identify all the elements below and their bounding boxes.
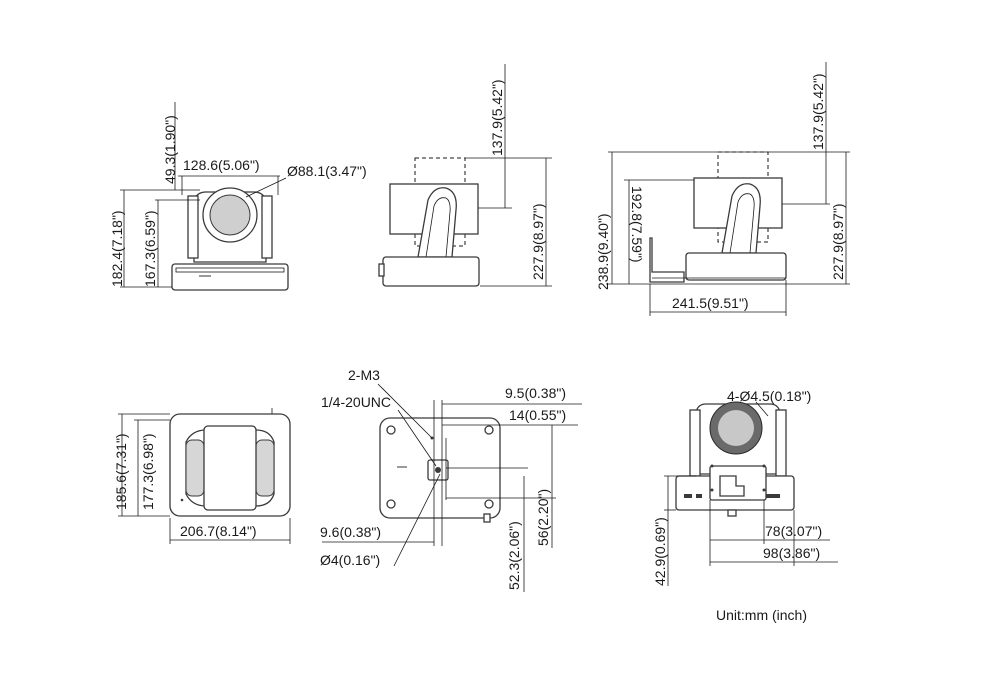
front-leader-lens: [245, 177, 287, 198]
front-dim-body-height: 167.3(6.59"): [142, 210, 158, 287]
top-dim-body: 177.3(6.98"): [140, 433, 156, 510]
rear-hole-2: [762, 464, 766, 468]
rear-hole-4: [762, 488, 766, 492]
bottom-dim-a: 9.5(0.38"): [505, 385, 566, 401]
bottom-label-m3: 2-M3: [348, 367, 380, 383]
unit-label: Unit:mm (inch): [716, 607, 807, 623]
front-base: [171, 263, 289, 291]
rear-view: 4-Ø4.5(0.18") 42.9(0.69") 78(3.07") 98(3…: [652, 388, 838, 586]
side-arm-inner: [425, 197, 451, 258]
front-indicator: [199, 275, 211, 277]
rear-port-a: [684, 494, 692, 498]
bottom-tripod-hole: [435, 467, 441, 473]
bracket-arm-inner: [729, 193, 755, 254]
rear-lens-glass: [718, 410, 754, 446]
front-arm-left: [187, 195, 199, 259]
bottom-view: 2-M3 1/4-20UNC 9.5(0.38") 14(0.55") 9.6(…: [320, 367, 582, 592]
rear-dim-a: 78(3.07"): [765, 523, 822, 539]
top-dim-total: 185.6(7.31"): [113, 433, 129, 510]
bracket-mount: [649, 237, 685, 283]
side-base: [382, 256, 480, 287]
bottom-dim-depth-a: 52.3(2.06"): [506, 521, 522, 590]
bottom-label: [397, 466, 407, 468]
side-dim-top: 137.9(5.42"): [489, 79, 505, 156]
top-head: [203, 425, 257, 511]
rear-leader-holes: [755, 401, 769, 417]
front-arm-right: [261, 195, 273, 259]
front-dim-width: 128.6(5.06"): [183, 157, 260, 173]
side-dim-height: 227.9(8.97"): [530, 203, 546, 280]
bottom-dim-depth-b: 56(2.20"): [535, 489, 551, 546]
bracket-dim-top: 137.9(5.42"): [810, 73, 826, 150]
bottom-leader-unc: [397, 409, 437, 467]
bottom-leader-hole: [393, 473, 441, 567]
side-view: 137.9(5.42") 227.9(8.97"): [378, 64, 552, 287]
bottom-leader-m3: [377, 383, 433, 439]
bottom-label-unc: 1/4-20UNC: [321, 394, 391, 410]
front-dim-lens: Ø88.1(3.47"): [287, 163, 367, 179]
rear-port-c: [766, 494, 780, 498]
bottom-dim-c: 9.6(0.38"): [320, 524, 381, 540]
bottom-dim-hole: Ø4(0.16"): [320, 552, 380, 568]
bottom-dim-b: 14(0.55"): [509, 407, 566, 423]
front-base-trim: [175, 267, 285, 273]
rear-arm-left: [689, 409, 701, 477]
top-lens-left: [185, 439, 205, 497]
top-dim-width: 206.7(8.14"): [180, 523, 257, 539]
front-view: 49.3(1.90") 128.6(5.06") Ø88.1(3.47") 18…: [109, 102, 367, 291]
bracket-dim-width: 241.5(9.51"): [672, 295, 749, 311]
rear-foot: [727, 509, 737, 517]
front-lens-glass: [209, 194, 251, 236]
front-dim-top: 49.3(1.90"): [162, 115, 178, 184]
rear-port-b: [696, 494, 702, 498]
bracket-dim-inner-height: 192.8(7.59"): [629, 186, 645, 263]
bracket-dim-height: 227.9(8.97"): [830, 203, 846, 280]
bracket-camera-base: [685, 252, 787, 281]
side-arm: [417, 187, 457, 258]
front-dim-total-height: 182.4(7.18"): [109, 210, 125, 287]
bottom-foot-br: [484, 499, 494, 509]
side-bracket-view: 137.9(5.42") 238.9(9.40") 192.8(7.59") 2…: [595, 62, 850, 316]
top-indicator: [180, 498, 184, 502]
bottom-foot-tl: [386, 425, 396, 435]
bottom-tab: [483, 513, 491, 523]
rear-arm-right: [775, 409, 787, 477]
rear-dim-height: 42.9(0.69"): [652, 517, 668, 586]
rear-hole-3: [710, 488, 714, 492]
bracket-arm: [721, 183, 761, 254]
rear-dim-holes: 4-Ø4.5(0.18"): [727, 388, 811, 404]
top-lens-right: [255, 439, 275, 497]
side-port: [378, 263, 385, 277]
rear-connector: [719, 475, 745, 497]
bracket-dim-total-height: 238.9(9.40"): [595, 213, 611, 290]
bottom-foot-tr: [484, 425, 494, 435]
bottom-foot-bl: [386, 499, 396, 509]
top-view: 185.6(7.31") 177.3(6.98") 206.7(8.14"): [113, 408, 291, 544]
rear-hole-1: [710, 464, 714, 468]
rear-dim-b: 98(3.86"): [763, 545, 820, 561]
